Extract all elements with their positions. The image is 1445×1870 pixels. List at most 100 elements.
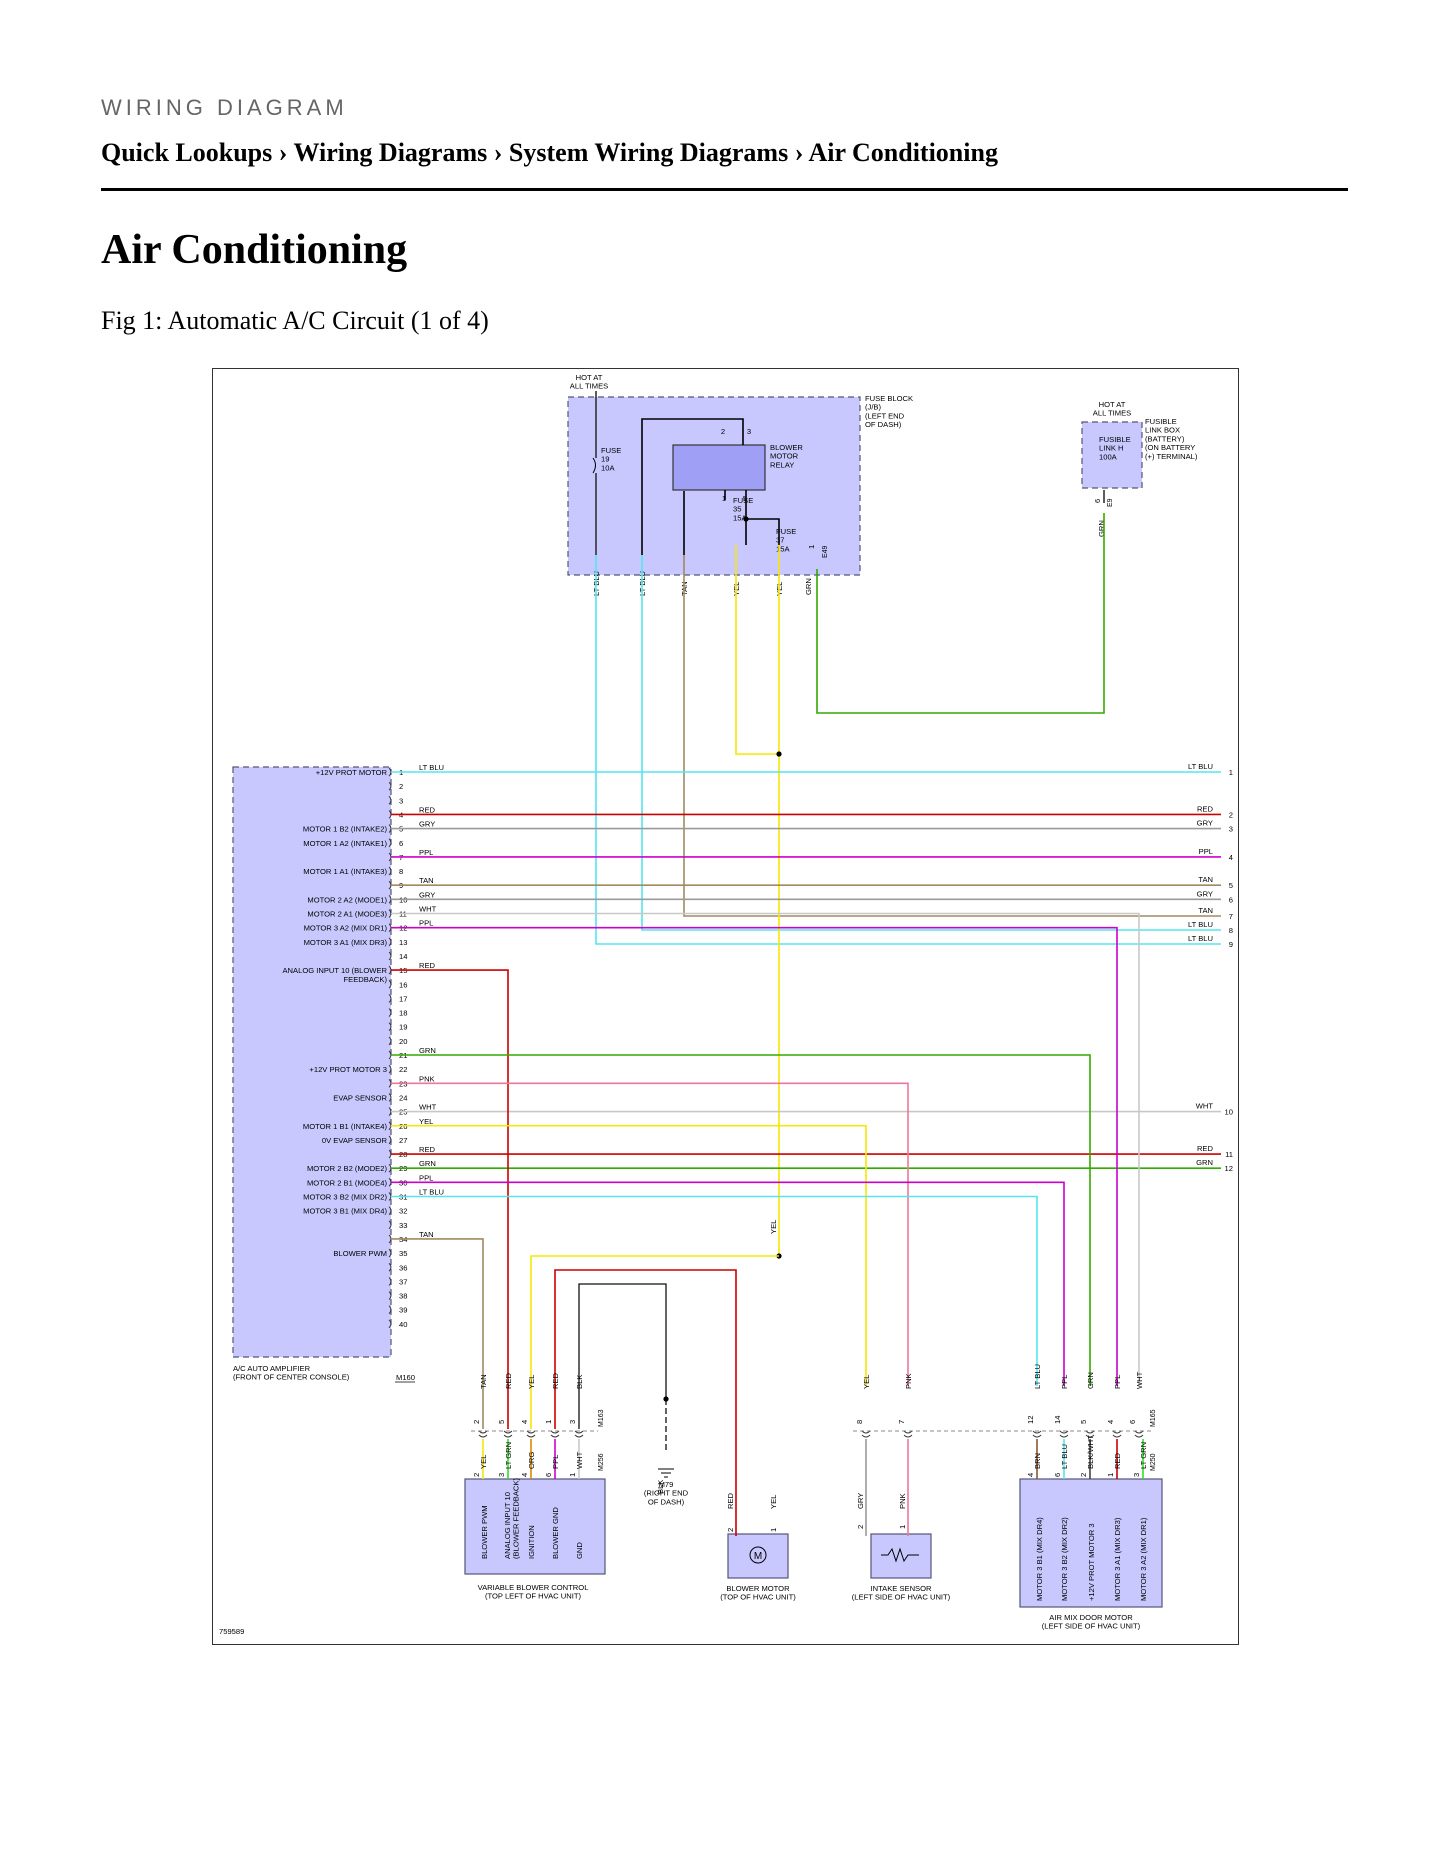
connector-symbol (526, 1430, 536, 1438)
pin-bracket (388, 838, 392, 848)
pin-number: 4 (1026, 1473, 1035, 1477)
pin-number: 2 (1079, 1473, 1088, 1477)
pin-number: 3 (1132, 1473, 1141, 1477)
wire-lt-blu (391, 1195, 1038, 1386)
wire-color-label: PPL (419, 1173, 433, 1182)
pin-bracket (388, 866, 392, 876)
wire-grn (391, 1054, 1091, 1386)
pin-bracket (388, 1022, 392, 1032)
pin-number: 3 (568, 1420, 577, 1424)
amplifier-pin-number: 2 (399, 782, 403, 791)
harness-pin-number: 6 (1229, 895, 1233, 904)
amplifier-pin-number: 22 (399, 1065, 407, 1074)
amplifier-pin-label: BLOWER PWM (333, 1249, 387, 1258)
wire-color-label: LT BLU (1188, 920, 1213, 929)
wire-lt-blu (595, 555, 1221, 945)
amplifier-pin-label: 0V EVAP SENSOR (322, 1136, 388, 1145)
wire-color-label: YEL (479, 1455, 488, 1469)
pin-number: 3 (497, 1473, 506, 1477)
amplifier-pin-number: 6 (399, 839, 403, 848)
pin-bracket (388, 1319, 392, 1329)
connector-symbol (503, 1430, 513, 1438)
air-mix-pin-label: MOTOR 3 B2 (MIX DR2) (1060, 1517, 1069, 1601)
header-divider (101, 188, 1348, 191)
breadcrumb: Quick Lookups › Wiring Diagrams › System… (101, 138, 998, 168)
intake-sensor (870, 1533, 932, 1579)
connector-e49: E49 (822, 545, 829, 558)
wire-color-label: GRN (1196, 1158, 1213, 1167)
wire-color-label: PNK (904, 1373, 913, 1389)
pin-number: 2 (472, 1473, 481, 1477)
pin-bracket (388, 1220, 392, 1230)
relay-pin: 2 (721, 427, 725, 436)
wire-color-label: GRN (804, 578, 813, 595)
wire-color-label: TAN (479, 1374, 488, 1389)
connector-m250: M250 (1150, 1453, 1157, 1471)
blower-motor (727, 1533, 789, 1579)
pin-number: 1 (544, 1420, 553, 1424)
harness-pin-number: 7 (1229, 912, 1233, 921)
connector-m160: M160 (396, 1373, 415, 1382)
wire-color-label: RED (419, 805, 436, 814)
connector-m165: M165 (1150, 1409, 1157, 1427)
connector-symbol (1112, 1430, 1122, 1438)
pin-number: 2 (472, 1420, 481, 1424)
connector-symbol (903, 1430, 913, 1438)
pin-bracket (388, 1135, 392, 1145)
pin-bracket (388, 1291, 392, 1300)
relay-pin: 5 (743, 494, 747, 503)
amplifier-pin-number: 19 (399, 1023, 407, 1032)
document-type-label: WIRING DIAGRAM (101, 95, 348, 120)
breadcrumb-quick-lookups[interactable]: Quick Lookups (101, 138, 273, 167)
wire-yel (391, 1124, 867, 1386)
harness-pin-number: 8 (1229, 926, 1233, 935)
wire-color-label: PPL (1060, 1375, 1069, 1389)
variable-blower-pin-label: GND (575, 1542, 584, 1559)
motor-symbol (749, 1546, 767, 1564)
wire-color-label: RED (726, 1492, 735, 1509)
amplifier-pin-label: MOTOR 1 B2 (INTAKE2) (303, 825, 388, 834)
wire-color-label: GRY (1197, 819, 1213, 828)
page-title: Air Conditioning (101, 227, 408, 273)
wire-color-label: LT GRN (1139, 1442, 1148, 1469)
wire-color-label: GRN (1097, 520, 1106, 537)
amplifier-pin-number: 33 (399, 1221, 407, 1230)
wire-color-label: TAN (419, 1230, 434, 1239)
breadcrumb-system-wiring-diagrams[interactable]: System Wiring Diagrams (508, 138, 789, 167)
thermistor-symbol (881, 1547, 919, 1563)
wire-color-label: YEL (862, 1375, 871, 1389)
air-mix-pin-label: MOTOR 3 B1 (MIX DR4) (1035, 1517, 1044, 1601)
pin-number: 4 (520, 1420, 529, 1424)
connector-symbol (1059, 1430, 1069, 1438)
breadcrumb-air-conditioning[interactable]: Air Conditioning (808, 138, 998, 167)
wire-tan (391, 1238, 484, 1429)
motor-glyph: M (754, 1551, 762, 1562)
amplifier-pin-number: 13 (399, 938, 407, 947)
pin-number: 1 (898, 1525, 907, 1529)
amplifier-pin-number: 17 (399, 994, 407, 1003)
pin-bracket (388, 1248, 392, 1258)
wire-color-label: LT BLU (1060, 1444, 1069, 1469)
connector-symbol (1134, 1430, 1144, 1438)
wire (641, 418, 744, 555)
variable-blower-pin-label: ANALOG INPUT 10(BLOWER FEEDBACK) (503, 1478, 521, 1559)
wire-color-label: GRY (419, 820, 435, 829)
breadcrumb-wiring-diagrams[interactable]: Wiring Diagrams (293, 138, 488, 167)
harness-pin-number: 5 (1229, 881, 1233, 890)
pin-bracket (388, 937, 392, 947)
pin-bracket (388, 1262, 392, 1272)
variable-blower-label: VARIABLE BLOWER CONTROL(TOP LEFT OF HVAC… (478, 1583, 589, 1601)
ac-auto-amplifier (232, 766, 392, 1358)
amplifier-pin-label: MOTOR 1 A2 (INTAKE1) (303, 839, 387, 848)
blower-motor-label: BLOWER MOTOR(TOP OF HVAC UNIT) (720, 1584, 796, 1602)
connector-symbol (861, 1430, 871, 1438)
amplifier-pin-label: EVAP SENSOR (333, 1093, 387, 1102)
amplifier-pin-number: 35 (399, 1249, 407, 1258)
